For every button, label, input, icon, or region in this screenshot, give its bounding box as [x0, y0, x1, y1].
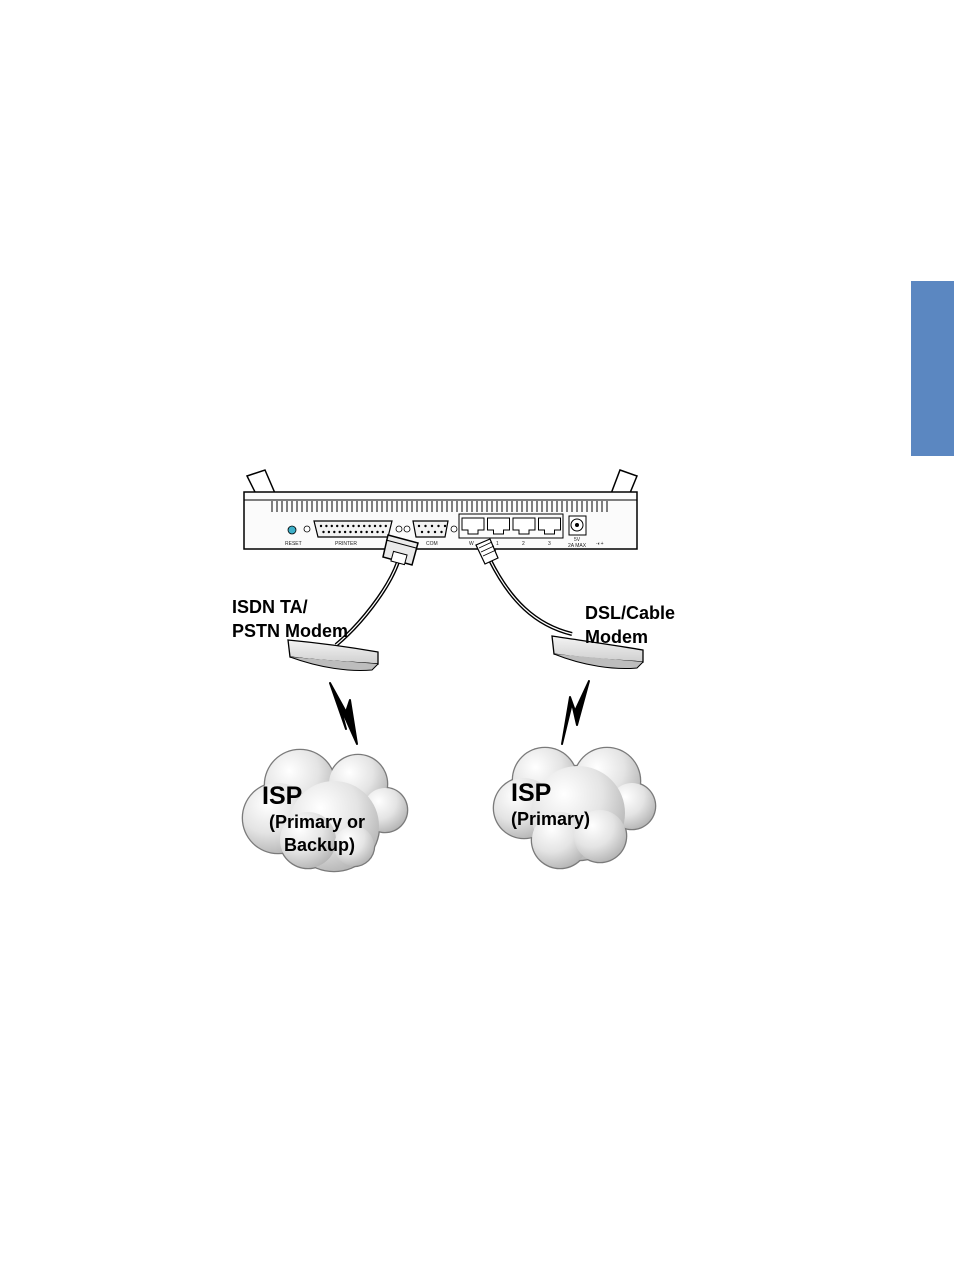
lightning-right-icon	[562, 681, 589, 744]
printer-port[interactable]	[304, 521, 402, 537]
isp-cloud-primary	[493, 747, 657, 870]
right-modem-label-line1: DSL/Cable	[585, 603, 675, 623]
reset-label: RESET	[285, 541, 302, 547]
left-isp-sub-line2: Backup)	[284, 835, 355, 855]
reset-button[interactable]	[288, 526, 296, 534]
ethernet-cable	[476, 539, 572, 634]
lan3-label: 3	[548, 541, 551, 547]
right-isp-sub-line1: (Primary)	[511, 809, 590, 829]
lan1-label: 1	[496, 541, 499, 547]
power-label-line2: 2A MAX	[568, 543, 587, 549]
wan-label: W	[469, 541, 474, 547]
router-back-panel: RESET PRINTER COM W 1 2 3	[244, 492, 637, 549]
com-label: COM	[426, 541, 438, 547]
printer-label: PRINTER	[335, 541, 357, 547]
left-isp-sub-line1: (Primary or	[269, 812, 365, 832]
power-jack[interactable]	[569, 516, 586, 535]
serial-cable	[336, 535, 418, 645]
left-isp-title: ISP	[262, 782, 302, 810]
isdn-pstn-modem	[288, 640, 378, 670]
lightning-left-icon	[330, 683, 357, 744]
right-modem-label-line2: Modem	[585, 627, 648, 647]
right-isp-title: ISP	[511, 779, 551, 807]
polarity-symbol: -◐+	[596, 541, 604, 547]
lan2-label: 2	[522, 541, 525, 547]
left-modem-label-line2: PSTN Modem	[232, 621, 348, 641]
left-modem-label-line1: ISDN TA/	[232, 597, 308, 617]
